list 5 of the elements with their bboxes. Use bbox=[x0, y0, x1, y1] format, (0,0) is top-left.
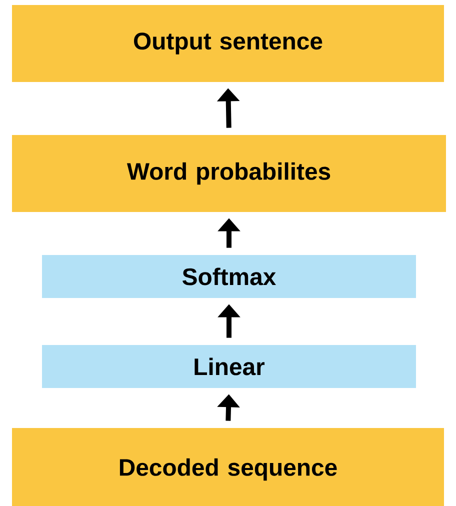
output-box: Word probabilites bbox=[12, 135, 446, 212]
layer-box: Linear bbox=[42, 345, 416, 388]
output-box: Output sentence bbox=[12, 5, 444, 82]
input-box: Decoded sequence bbox=[12, 428, 444, 506]
layer-box: Softmax bbox=[42, 255, 416, 298]
